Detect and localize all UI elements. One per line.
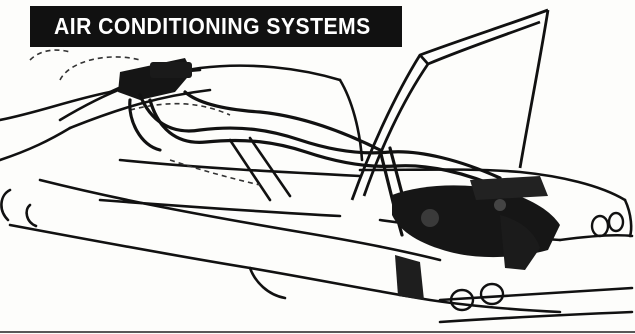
title-banner: AIR CONDITIONING SYSTEMS <box>30 6 402 47</box>
page-title: AIR CONDITIONING SYSTEMS <box>54 13 371 40</box>
trunk-compressor-unit <box>392 176 560 300</box>
